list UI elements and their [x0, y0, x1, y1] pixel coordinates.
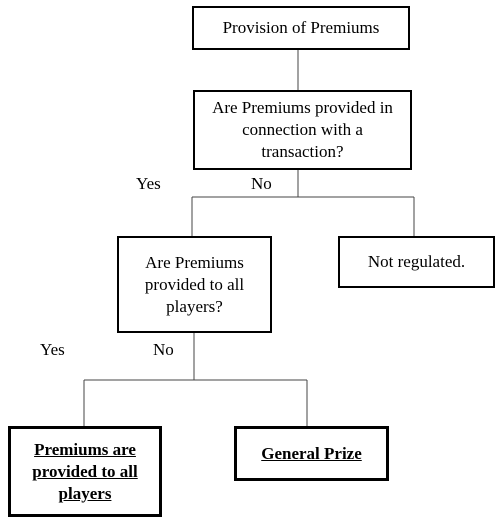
premiums-to-all-text: Premiums are provided to all players — [32, 439, 138, 503]
general-prize-text: General Prize — [261, 443, 362, 463]
transaction-no-label: No — [251, 174, 272, 193]
all-players-question-text: Are Premiums provided to all players? — [144, 252, 245, 316]
all-players-no-label: No — [153, 340, 174, 359]
not-regulated-text: Not regulated. — [367, 252, 466, 271]
general-prize-box: General Prize — [234, 426, 389, 481]
provision-of-premiums-text: Provision of Premiums — [222, 18, 380, 37]
provision-of-premiums-box: Provision of Premiums — [192, 6, 410, 50]
transaction-yes-label: Yes — [136, 174, 161, 193]
premiums-to-all-box: Premiums are provided to all players — [8, 426, 162, 517]
all-players-question-box: Are Premiums provided to all players? — [117, 236, 272, 333]
transaction-question-box: Are Premiums provided in connection with… — [193, 90, 412, 170]
transaction-question-text: Are Premiums provided in connection with… — [212, 98, 393, 161]
not-regulated-box: Not regulated. — [338, 236, 495, 288]
all-players-yes-label: Yes — [40, 340, 65, 359]
